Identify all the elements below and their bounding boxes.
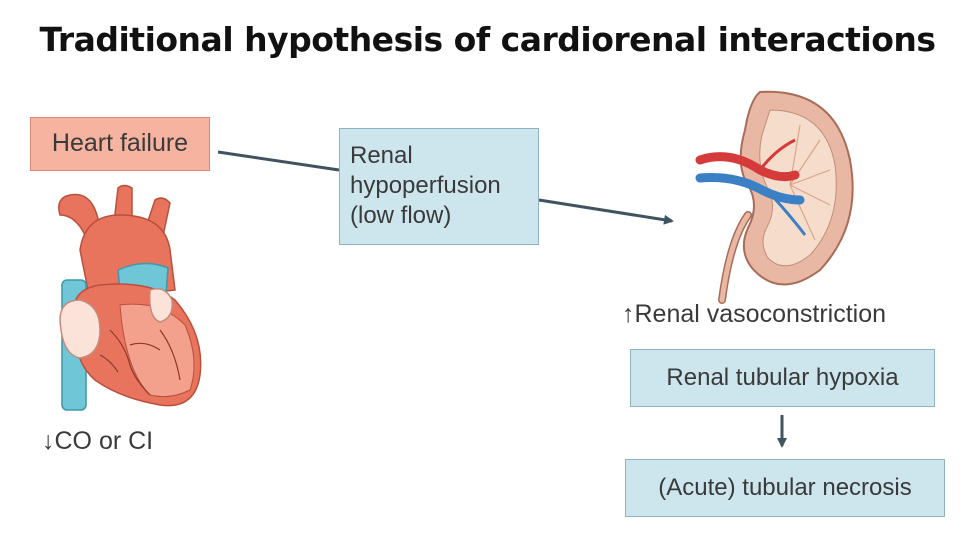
arrow-hypoperfusion-to-kidney [538,198,674,225]
hypoperfusion-line-1: Renal [350,142,413,169]
tubular-necrosis-box: (Acute) tubular necrosis [625,459,945,517]
arrow-heartfailure-to-hypoperfusion [217,150,340,172]
hypoperfusion-line-2: hypoperfusion [350,172,501,199]
page-title: Traditional hypothesis of cardiorenal in… [39,20,936,59]
renal-vasoconstriction-label: ↑Renal vasoconstriction [622,300,887,328]
hypoperfusion-line-3: (low flow) [350,202,452,229]
heart-failure-box: Heart failure [30,117,210,171]
renal-tubular-hypoxia-box: Renal tubular hypoxia [630,349,935,407]
co-ci-label: ↓CO or CI [42,427,154,455]
renal-hypoperfusion-box: Renal hypoperfusion (low flow) [339,128,539,245]
